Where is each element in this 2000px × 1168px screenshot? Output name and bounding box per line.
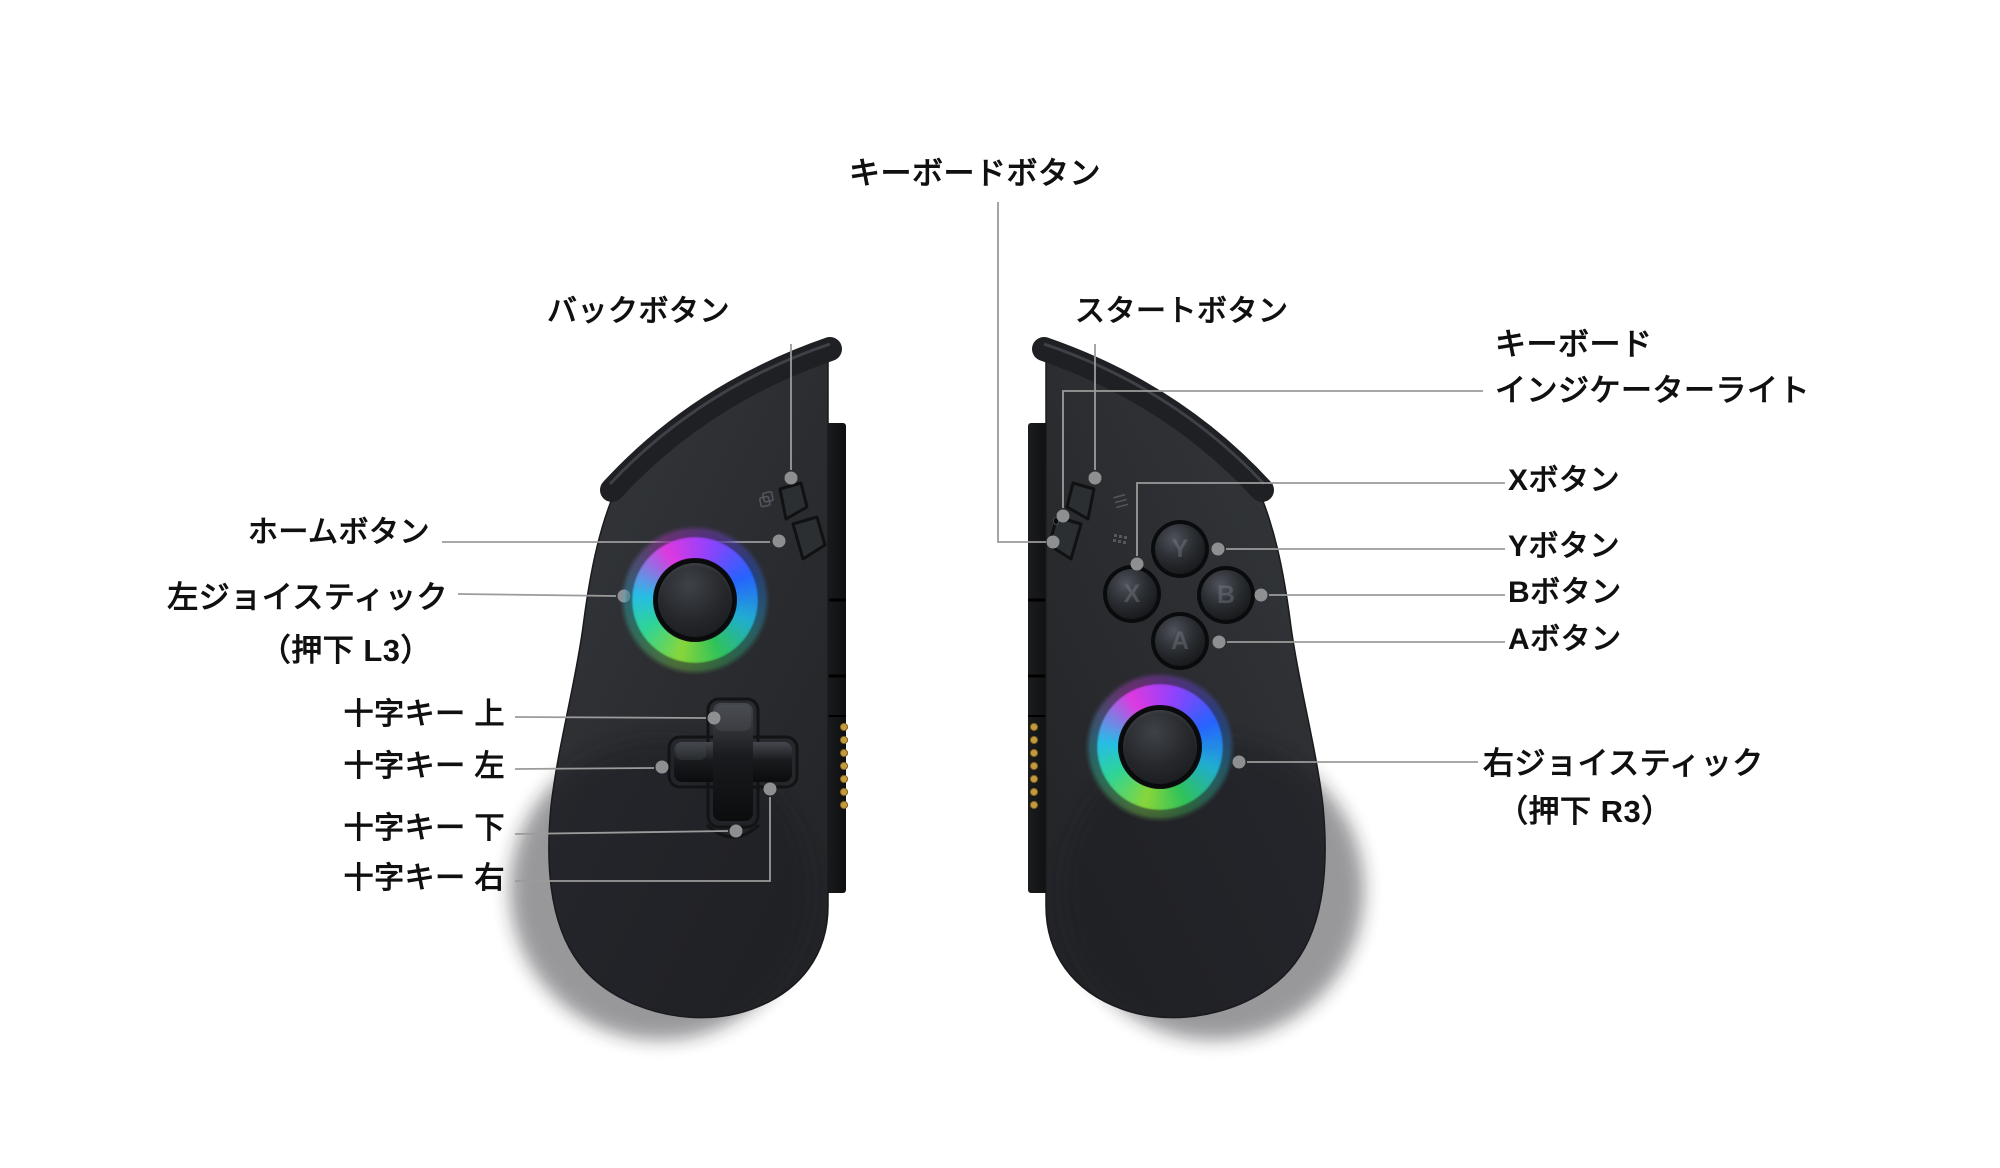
back-button [778,481,809,521]
dpad [667,697,799,839]
a-button [1155,616,1205,666]
right-joystick [1084,671,1236,823]
label-b-button: Bボタン [1508,576,1622,609]
label-home-button: ホームボタン [247,516,430,549]
y-button [1155,524,1205,574]
leader-right-joystick [1232,755,1478,769]
left-rail-connector [824,423,846,893]
left-controller [510,337,849,1040]
x-button [1107,569,1157,619]
label-dpad-right: 十字キー 右 [343,862,505,895]
start-button [1065,481,1096,521]
label-left-joystick: 左ジョイスティック （押下 L3） [167,580,448,668]
leader-lines [442,202,1505,882]
leader-y-button [1211,542,1505,556]
leader-dpad-left [514,760,669,774]
leader-keyboard-button [997,202,1060,549]
keyboard-button-icon [1113,534,1127,544]
dpad-left-arm [676,744,706,760]
back-button-icon [759,491,774,508]
leader-x-button [1130,482,1505,571]
right-joystick-cap [1123,710,1197,784]
leader-dpad-down [514,824,743,838]
label-right-joystick: 右ジョイスティック （押下 R3） [1483,746,1764,829]
leader-start-button [1088,344,1102,485]
b-button [1201,570,1251,620]
label-start-button: スタートボタン [1075,295,1289,328]
label-keyboard-button: キーボードボタン [849,156,1101,191]
right-top-bumper [1032,337,1274,502]
home-button [791,515,827,561]
left-top-bumper [600,337,842,502]
dpad-vertical [713,703,753,821]
label-dpad-up: 十字キー 上 [343,698,505,731]
label-back-button: バックボタン [547,295,730,328]
label-y-button: Yボタン [1508,530,1621,563]
label-dpad-down: 十字キー 下 [343,812,505,845]
start-button-icon [1113,493,1129,509]
b-button-glyph: B [1217,581,1235,609]
y-button-glyph: Y [1172,535,1189,563]
right-rail-contact-pins [1029,722,1039,810]
x-button-glyph: X [1124,580,1141,608]
label-x-button: Xボタン [1508,464,1621,497]
keyboard-indicator-light [1052,516,1060,526]
label-dpad-left: 十字キー 左 [343,750,505,783]
leader-keyboard-indicator [1056,390,1483,523]
a-button-glyph: A [1171,627,1189,655]
dpad-lower-recess [705,823,761,839]
leader-b-button [1254,588,1505,602]
leader-back-button [784,344,798,485]
leader-a-button [1212,635,1505,649]
leader-dpad-right [515,782,777,882]
face-buttons: Y X B A [1103,520,1255,670]
label-a-button: Aボタン [1508,623,1622,656]
left-rail-contact-pins [839,722,849,810]
left-joystick [619,524,771,676]
left-joystick-cap [658,563,732,637]
leader-dpad-up [514,711,721,725]
dpad-up-arm [715,705,751,731]
label-keyboard-indicator-light: キーボード インジケーターライト [1495,327,1810,408]
